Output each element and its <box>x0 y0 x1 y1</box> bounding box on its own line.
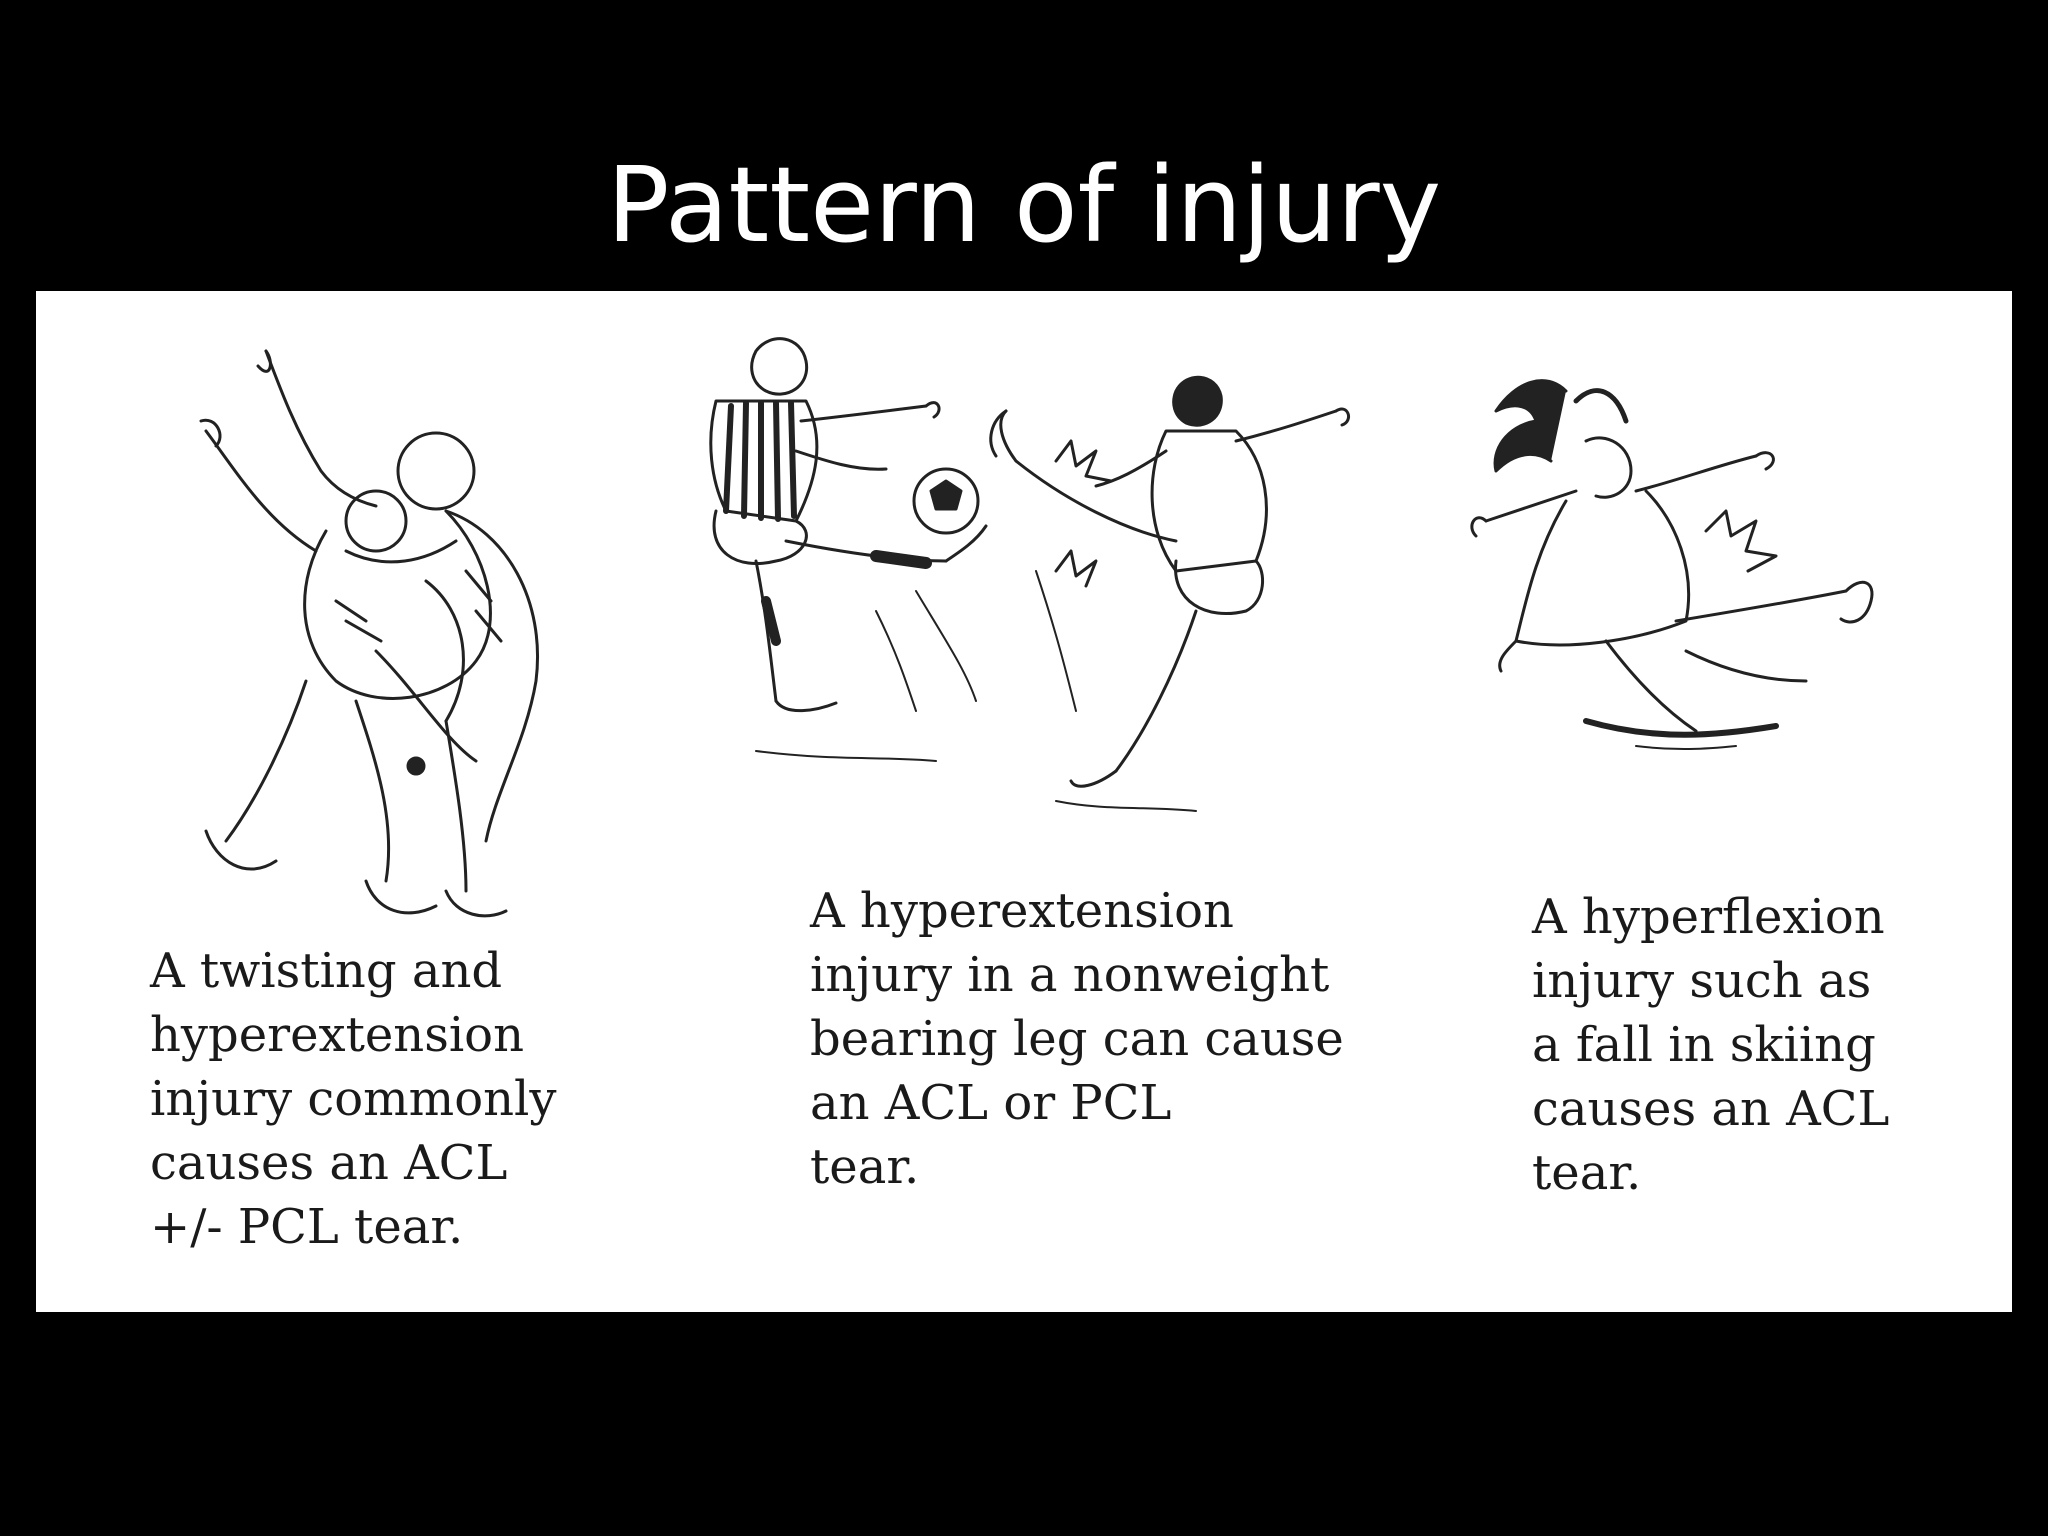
illustration-panel: A twisting and hyperextension injury com… <box>36 291 2012 1312</box>
caption-twisting-injury: A twisting and hyperextension injury com… <box>150 943 557 1255</box>
caption-hyperextension-injury: A hyperextension injury in a nonweight b… <box>810 883 1344 1195</box>
soccer-kick-collision-illustration <box>676 311 1376 891</box>
twisting-tackle-illustration <box>146 321 626 941</box>
slide-title: Pattern of injury <box>606 144 1442 266</box>
caption-hyperflexion-injury: A hyperflexion injury such as a fall in … <box>1532 889 1890 1201</box>
skiing-fall-illustration <box>1436 351 1956 851</box>
